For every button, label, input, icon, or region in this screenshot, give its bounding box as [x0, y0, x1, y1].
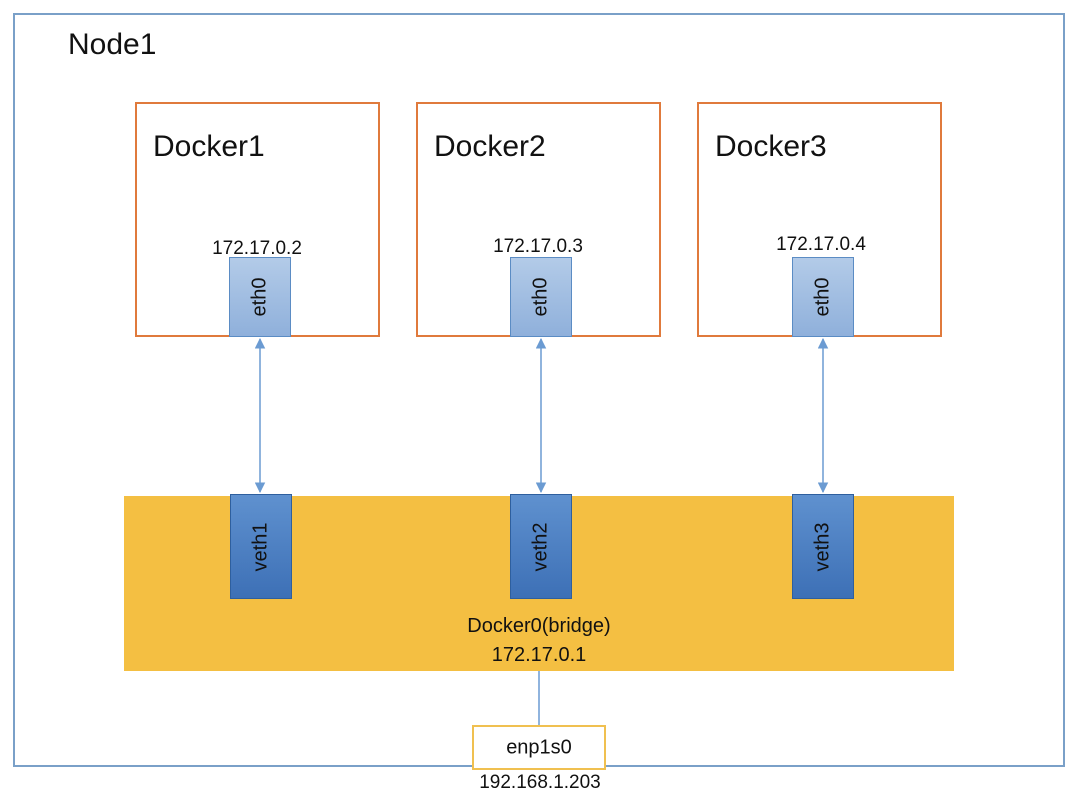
- veth3-interface[interactable]: veth3: [792, 494, 854, 599]
- container-title: Docker2: [434, 130, 546, 163]
- enp1s0-label: enp1s0: [506, 736, 572, 758]
- eth0-label: eth0: [811, 277, 834, 317]
- veth3-label: veth3: [811, 522, 834, 571]
- container-title: Docker1: [153, 130, 265, 163]
- container-ip-docker1: 172.17.0.2: [212, 238, 302, 259]
- eth0-interface-docker2[interactable]: eth0: [510, 257, 572, 337]
- veth2-interface[interactable]: veth2: [510, 494, 572, 599]
- veth1-interface[interactable]: veth1: [230, 494, 292, 599]
- container-title: Docker3: [715, 130, 827, 163]
- veth2-label: veth2: [529, 522, 552, 571]
- container-ip-docker2: 172.17.0.3: [493, 236, 583, 257]
- veth1-label: veth1: [249, 522, 272, 571]
- bridge-name: Docker0(bridge): [467, 615, 611, 637]
- eth0-label: eth0: [529, 277, 552, 317]
- enp1s0-ip: 192.168.1.203: [479, 772, 601, 793]
- node-title: Node1: [68, 28, 157, 61]
- enp1s0-interface[interactable]: enp1s0: [472, 725, 606, 770]
- eth0-interface-docker1[interactable]: eth0: [229, 257, 291, 337]
- eth0-label: eth0: [248, 277, 271, 317]
- bridge-ip: 172.17.0.1: [491, 644, 587, 666]
- container-ip-docker3: 172.17.0.4: [776, 234, 866, 255]
- eth0-interface-docker3[interactable]: eth0: [792, 257, 854, 337]
